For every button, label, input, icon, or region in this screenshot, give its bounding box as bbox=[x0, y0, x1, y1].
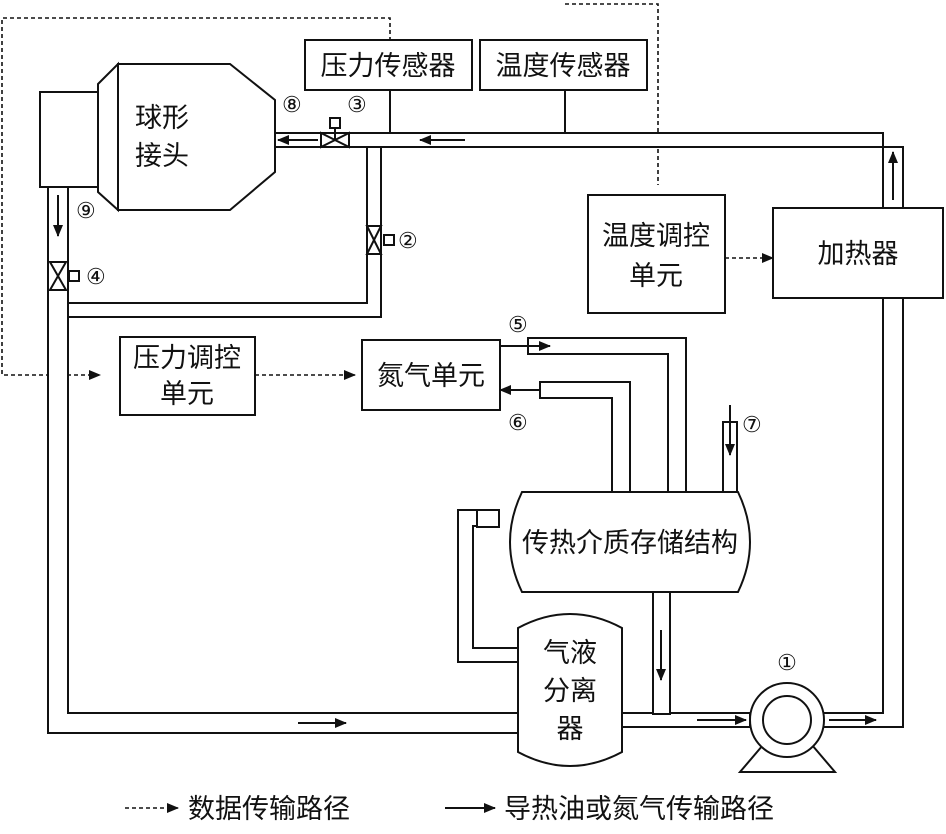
marker-1: ① bbox=[777, 651, 797, 676]
legend-oil-path: 导热油或氮气传输路径 bbox=[504, 794, 774, 825]
marker-3: ③ bbox=[347, 93, 367, 118]
joint-label-1: 球形 bbox=[135, 103, 189, 134]
storage-tank bbox=[509, 491, 751, 593]
legend-data-path: 数据传输路径 bbox=[188, 794, 350, 825]
pressure-control-label-2: 单元 bbox=[160, 379, 214, 410]
marker-2: ② bbox=[398, 229, 418, 254]
nitrogen-pipe-5 bbox=[527, 337, 687, 493]
pressure-control-unit bbox=[119, 336, 256, 416]
marker-9: ⑨ bbox=[76, 199, 96, 224]
heater bbox=[772, 207, 944, 299]
marker-8: ⑧ bbox=[282, 93, 302, 118]
separator-label-3: 器 bbox=[557, 714, 584, 745]
temperature-data-line bbox=[565, 3, 659, 185]
left-main-pipe bbox=[47, 186, 519, 734]
temp-control-unit bbox=[587, 194, 726, 314]
valve-4 bbox=[48, 261, 80, 291]
marker-7: ⑦ bbox=[742, 413, 762, 438]
pressure-data-line bbox=[1, 17, 391, 380]
heater-pump-pipe bbox=[822, 297, 904, 728]
pressure-sensor-label: 压力传感器 bbox=[321, 51, 456, 82]
pump-impeller bbox=[762, 695, 812, 745]
marker-4: ④ bbox=[86, 265, 106, 290]
pressure-control-label-1: 压力调控 bbox=[133, 343, 241, 374]
temp-control-label-1: 温度调控 bbox=[602, 221, 710, 252]
separator-label-2: 分离 bbox=[543, 676, 597, 707]
storage-separator-pipe bbox=[457, 509, 519, 663]
bypass-pipe bbox=[67, 146, 382, 318]
nitrogen-pipe-6 bbox=[539, 381, 631, 493]
marker-6: ⑥ bbox=[508, 411, 528, 436]
joint-label-2: 接头 bbox=[135, 141, 189, 172]
nitrogen-unit bbox=[361, 339, 501, 411]
heater-label: 加热器 bbox=[818, 239, 899, 270]
nitrogen-unit-label: 氮气单元 bbox=[377, 361, 485, 392]
joint-taper bbox=[97, 61, 119, 213]
marker-5: ⑤ bbox=[508, 313, 528, 338]
spherical-joint bbox=[117, 63, 276, 211]
valve-2 bbox=[365, 225, 395, 255]
temperature-sensor-label: 温度传感器 bbox=[496, 51, 631, 82]
pressure-sensor bbox=[304, 39, 473, 91]
temperature-sensor bbox=[479, 39, 648, 91]
temp-control-label-2: 单元 bbox=[629, 261, 683, 292]
separator-label-1: 气液 bbox=[543, 638, 597, 669]
storage-label: 传热介质存储结构 bbox=[522, 528, 738, 559]
valve-3 bbox=[320, 117, 350, 149]
storage-pipe-stub bbox=[476, 509, 500, 528]
joint-flange bbox=[39, 91, 99, 188]
gas-liquid-separator bbox=[517, 613, 623, 767]
